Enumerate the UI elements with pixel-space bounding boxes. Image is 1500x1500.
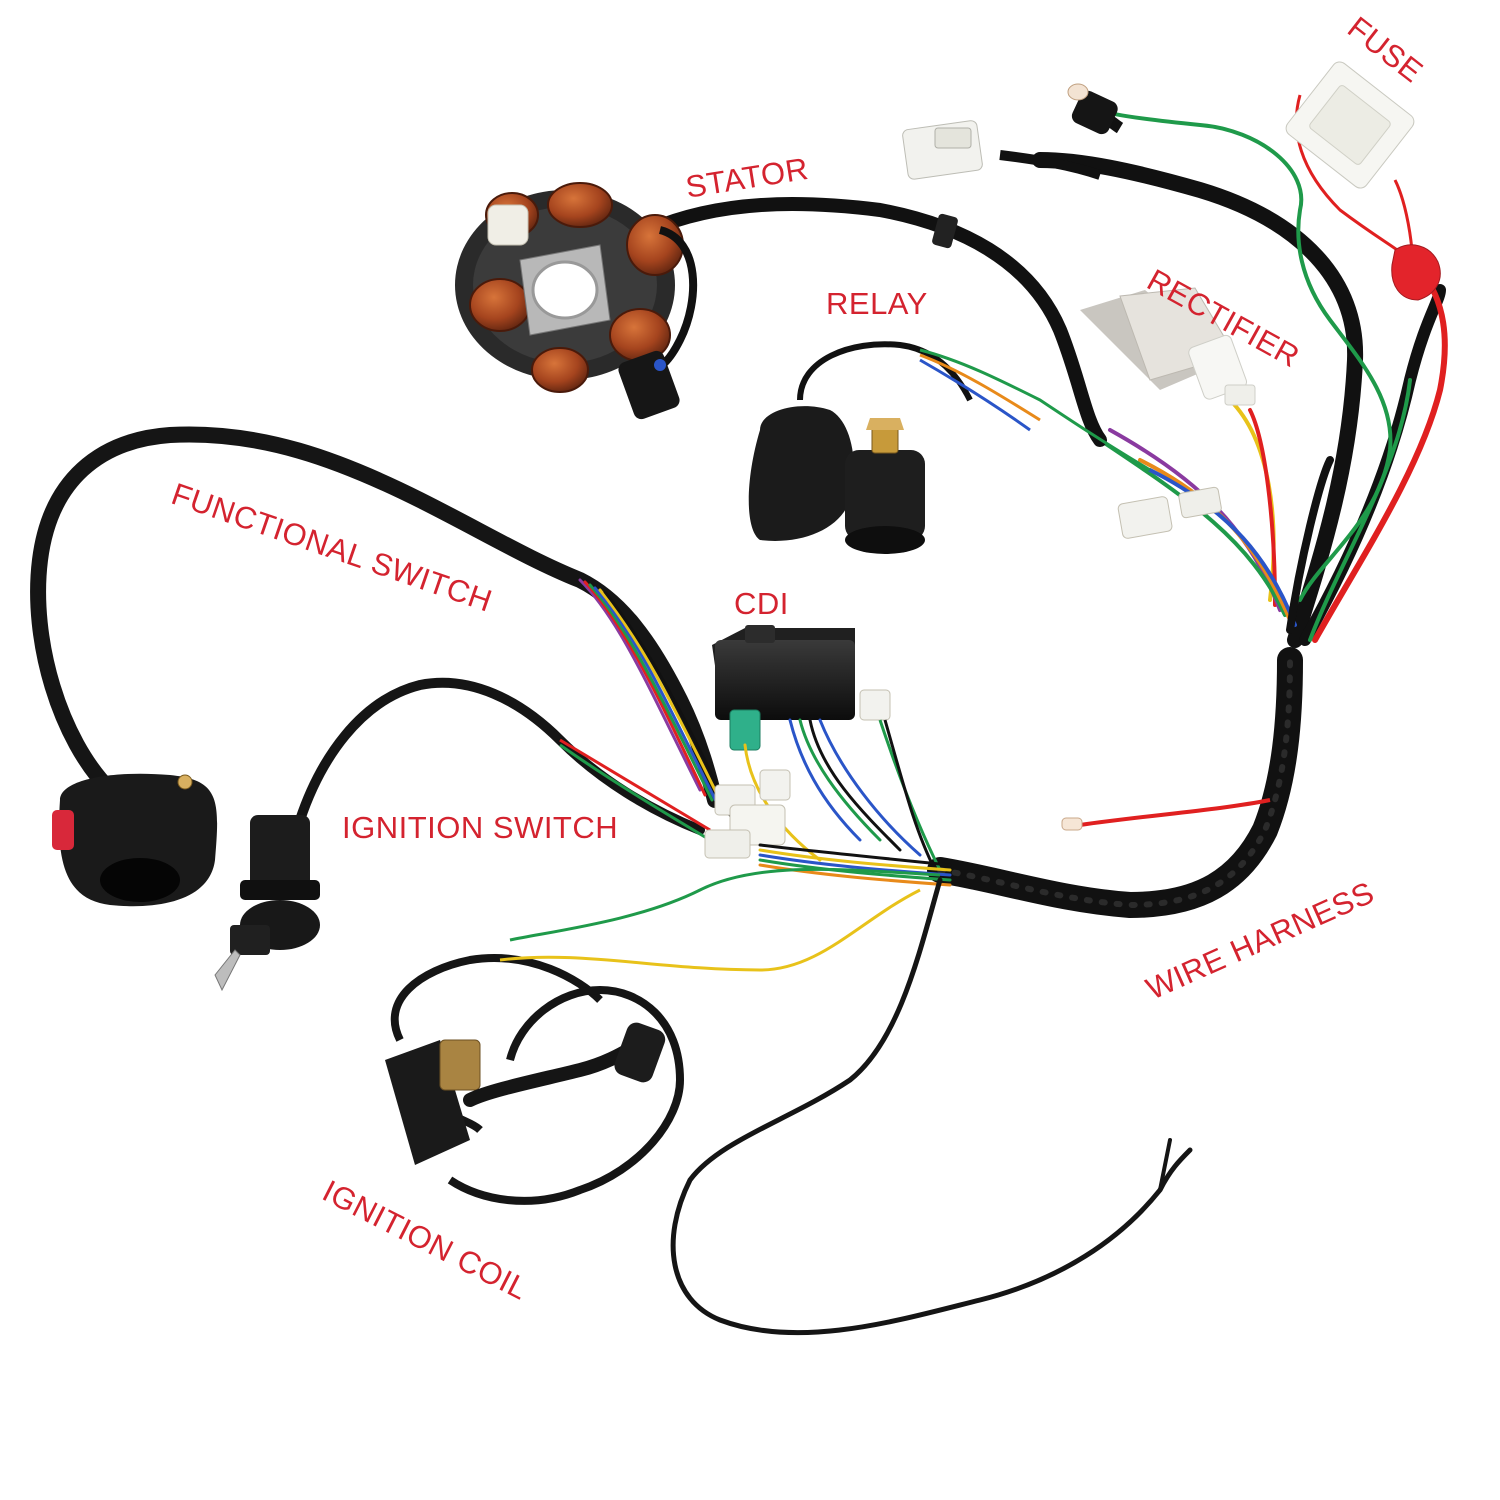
functional-switch bbox=[30, 426, 732, 907]
red-lead-terminal bbox=[1061, 817, 1083, 831]
label-cdi: CDI bbox=[734, 586, 789, 621]
ignition-coil bbox=[385, 867, 941, 1205]
stator-cable-grommet bbox=[932, 213, 958, 249]
right-branch-wires bbox=[1032, 108, 1448, 648]
stator bbox=[455, 182, 698, 420]
starter-relay bbox=[748, 341, 1151, 554]
key-head bbox=[230, 925, 270, 955]
cdi-unit bbox=[712, 625, 942, 871]
label-relay: RELAY bbox=[826, 286, 928, 321]
black-boot-connector bbox=[1071, 90, 1118, 135]
ignition-switch bbox=[214, 677, 711, 992]
red-lead-wire bbox=[1079, 798, 1271, 827]
coil-bracket bbox=[439, 1039, 481, 1091]
stator-pickup-connector bbox=[487, 204, 529, 246]
key-blade bbox=[214, 949, 241, 992]
junction-wire-bundle bbox=[758, 843, 952, 887]
red-fuse-boot bbox=[1391, 244, 1441, 301]
top-connectors bbox=[902, 83, 1124, 180]
stator-cable bbox=[643, 197, 1107, 447]
kill-switch-button bbox=[52, 810, 74, 850]
rectifier bbox=[1080, 287, 1256, 406]
fuse-holder bbox=[1285, 61, 1441, 301]
spark-plug-cap bbox=[614, 1022, 666, 1083]
junction-connectors bbox=[704, 486, 1222, 859]
trailing-wires bbox=[670, 877, 1193, 1336]
wire-harness-trunk bbox=[927, 647, 1303, 918]
label-ignition-switch: IGNITION SWITCH bbox=[342, 810, 619, 845]
